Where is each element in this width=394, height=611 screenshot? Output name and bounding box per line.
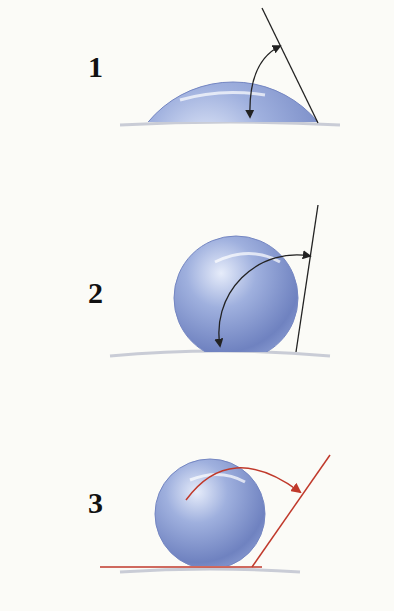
callout-number: 1 [88, 52, 103, 82]
droplet [123, 82, 343, 122]
callout-number: 3 [88, 488, 103, 518]
tangent-line [262, 8, 318, 123]
surface-red-line [100, 566, 262, 568]
angle-arc [186, 468, 300, 500]
droplet [174, 236, 298, 352]
droplet [155, 459, 265, 566]
surface-line [120, 122, 340, 125]
surface-line [120, 569, 300, 572]
highlight [180, 92, 265, 100]
tangent-line [296, 205, 318, 352]
highlight [190, 474, 245, 482]
highlight [215, 254, 280, 263]
angle-arc [219, 255, 310, 346]
callout-number: 2 [88, 278, 103, 308]
angle-arc [250, 46, 280, 117]
